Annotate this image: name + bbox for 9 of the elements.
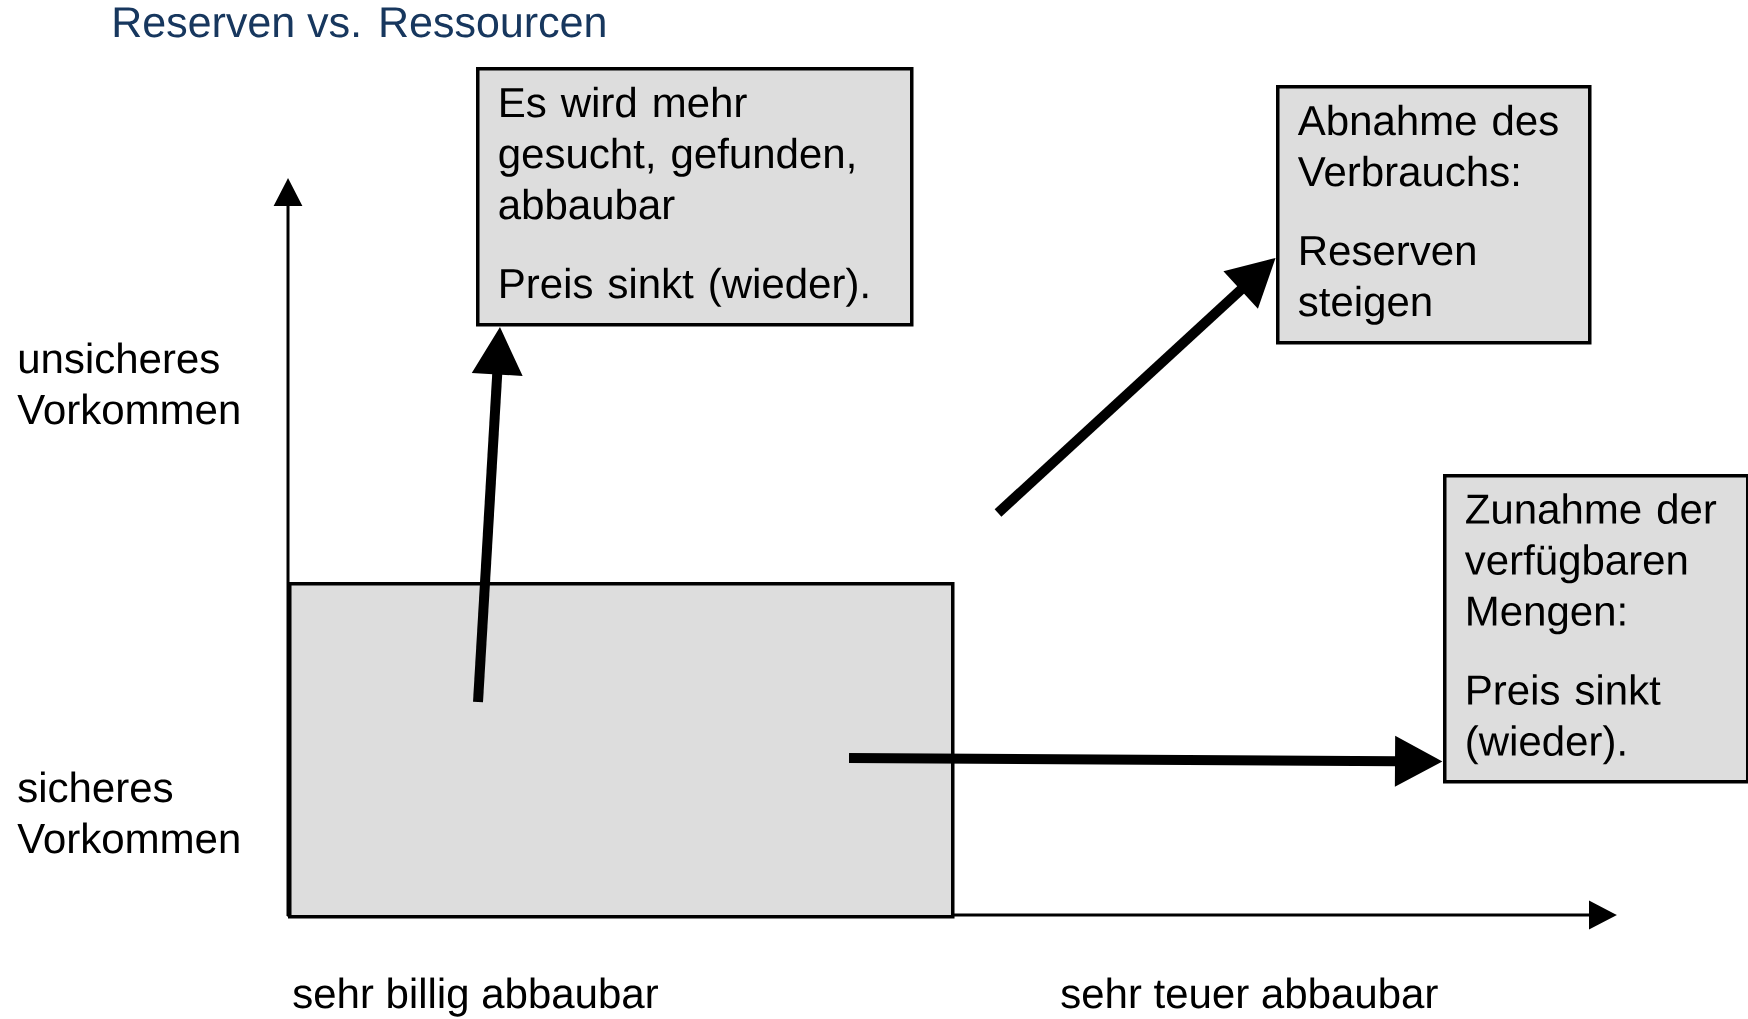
axis-label: sehr billig abbaubar [293, 977, 658, 1017]
title: Reserven vs. Ressourcen [114, 7, 605, 38]
axis-label: sicheres Vorkommen [17, 771, 239, 854]
text-box: Zunahme der verfügbaren Mengen: Preis sinkt (wieder). [1443, 474, 1748, 784]
text-box: Es wird mehr gesucht, gefunden, abbaubar Preis sinkt (wieder). [476, 67, 914, 327]
shaded-area [288, 582, 955, 919]
text-box: Abnahme des Verbrauchs: Reserven steigen [1276, 85, 1592, 345]
axis-label: unsicheres Vorkommen [17, 342, 239, 425]
axis-label: sehr teuer abbaubar [1061, 977, 1438, 1009]
